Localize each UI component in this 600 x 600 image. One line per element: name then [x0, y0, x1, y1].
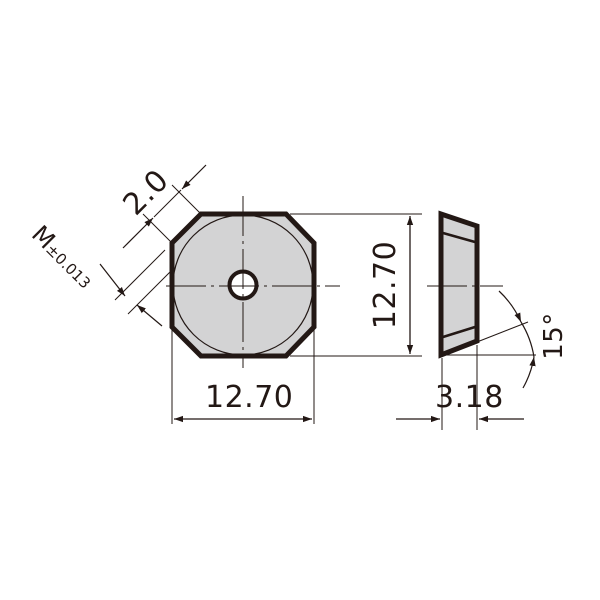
m-dimension	[99, 249, 173, 327]
height-label: 12.70	[368, 240, 404, 330]
thickness-label: 3.18	[435, 380, 504, 415]
side-view	[427, 210, 503, 359]
thickness-dimension	[396, 345, 524, 430]
side-outline	[438, 210, 480, 359]
angle-label: 15°	[538, 312, 569, 360]
height-dimension	[290, 213, 422, 357]
chamfer-dimension	[122, 164, 207, 249]
top-view	[166, 196, 340, 368]
width-label: 12.70	[205, 380, 294, 415]
width-dimension	[171, 330, 315, 424]
angle-dimension	[443, 290, 536, 389]
